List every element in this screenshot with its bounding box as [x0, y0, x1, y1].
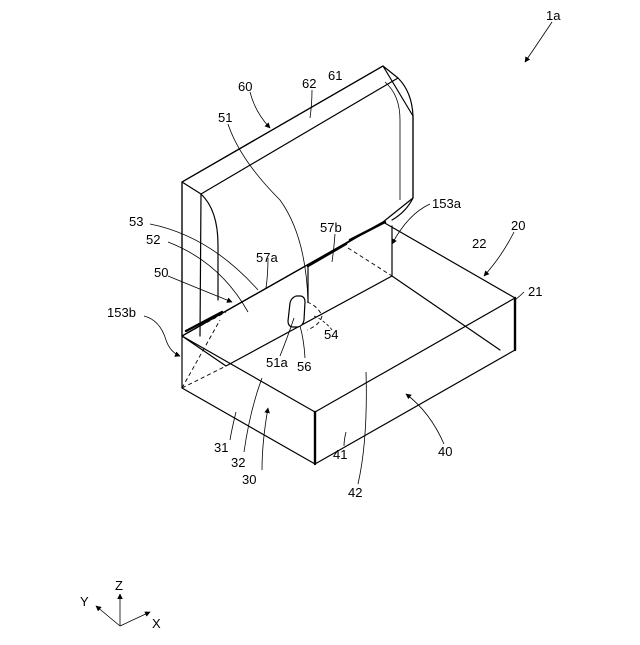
label-40: 40	[438, 444, 452, 459]
hidden-line-153a-a	[348, 248, 392, 276]
leader-56	[300, 326, 305, 358]
label-62: 62	[302, 76, 316, 91]
front-long-wall	[315, 298, 515, 464]
label-56: 56	[297, 359, 311, 374]
label-22: 22	[472, 236, 486, 251]
label-53: 53	[129, 214, 143, 229]
label-31: 31	[214, 440, 228, 455]
x-axis-label: X	[152, 616, 161, 631]
label-41: 41	[333, 447, 347, 462]
label-57b: 57b	[320, 220, 342, 235]
locking-tab	[288, 296, 305, 327]
label-30: 30	[242, 472, 256, 487]
leader-60	[250, 92, 270, 128]
label-54: 54	[324, 327, 338, 342]
label-52: 52	[146, 232, 160, 247]
y-axis-label: Y	[80, 594, 89, 609]
label-57a: 57a	[256, 250, 278, 265]
y-axis-arrow	[96, 606, 120, 626]
leader-51a	[280, 318, 294, 356]
label-51: 51	[218, 110, 232, 125]
leader-153b	[144, 316, 180, 356]
label-153a: 153a	[432, 196, 462, 211]
leader-21	[515, 292, 524, 300]
label-153b: 153b	[107, 305, 136, 320]
label-1a: 1a	[546, 8, 561, 23]
label-60: 60	[238, 79, 252, 94]
left-end-wall	[182, 336, 315, 464]
x-axis-arrow	[120, 612, 150, 626]
z-axis-label: Z	[115, 578, 123, 593]
label-61: 61	[328, 68, 342, 83]
label-20: 20	[511, 218, 525, 233]
coordinate-axes: Z Y X	[80, 578, 161, 631]
leader-20	[484, 232, 514, 276]
label-42: 42	[348, 485, 362, 500]
label-51a: 51a	[266, 355, 288, 370]
leader-1a	[525, 22, 552, 62]
label-50: 50	[154, 265, 168, 280]
label-21: 21	[528, 284, 542, 299]
label-32: 32	[231, 455, 245, 470]
